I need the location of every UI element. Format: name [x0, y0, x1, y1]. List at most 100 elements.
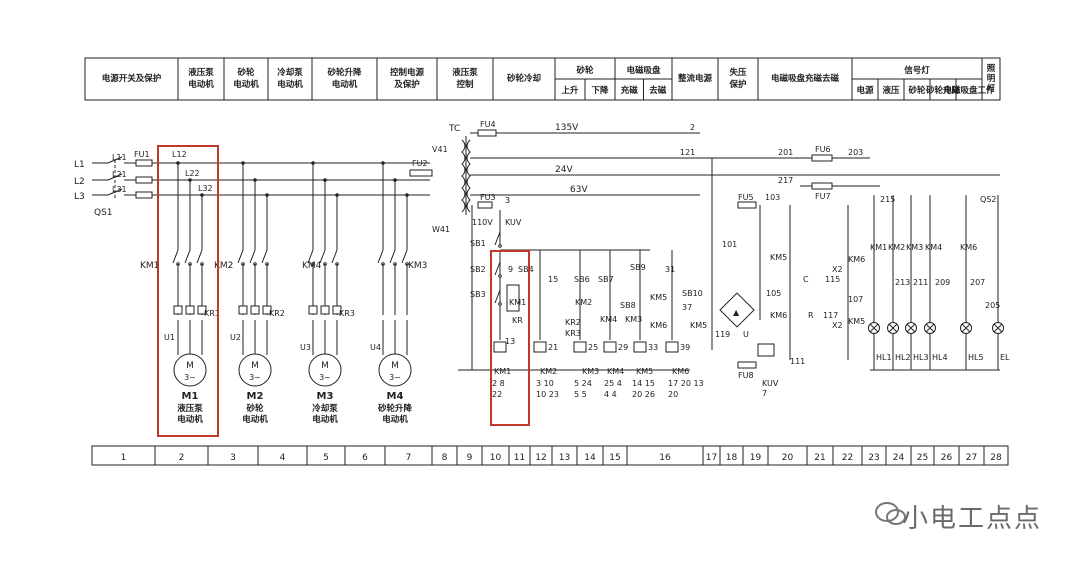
label: KM5 [690, 321, 707, 330]
label: 105 [766, 289, 781, 298]
label: SB9 [630, 263, 646, 272]
lamp-cross [925, 323, 935, 333]
motor-symbol: M [321, 361, 329, 371]
contact-table: 10 23 [536, 390, 559, 399]
label: KM3 [906, 243, 923, 252]
motor-type: 3~ [389, 373, 401, 382]
coil-number: 21 [548, 343, 558, 352]
header-cell-text: 电磁吸盘充磁去磁 [771, 73, 840, 84]
label: 203 [848, 148, 863, 157]
motor-name: 液压泵 [177, 403, 203, 414]
column-number: 24 [893, 453, 905, 463]
supply-label: L1 [74, 160, 85, 170]
label: FU3 [480, 193, 496, 202]
fu4-fuse [477, 129, 497, 137]
label: W41 [432, 225, 450, 234]
transformer-secondary [466, 139, 471, 213]
header-sub-text: 液压 [882, 85, 900, 96]
fu8-fuse [737, 361, 757, 369]
motor-id: M4 [387, 391, 404, 402]
label: X2 [832, 321, 843, 330]
main-contact [389, 249, 396, 264]
header-cell-text: 控制 [456, 79, 474, 90]
column-number: 27 [966, 453, 977, 463]
motor-type: 3~ [249, 373, 261, 382]
label: SB1 [470, 239, 486, 248]
label: KM6 [848, 255, 865, 264]
thermal-relay-label: KR2 [269, 309, 285, 318]
coil [603, 341, 617, 353]
label: KM3 [408, 261, 427, 271]
label: FU2 [412, 159, 428, 168]
label: FU8 [738, 371, 754, 380]
coil-label: KM2 [540, 367, 557, 376]
label: 103 [765, 193, 780, 202]
label: U [743, 330, 749, 339]
label: C [803, 275, 809, 284]
coil [573, 341, 587, 353]
header-cell-text: 砂轮升降 [326, 67, 362, 78]
thermal-relay-label: KR3 [339, 309, 355, 318]
sb2-contact [494, 261, 501, 276]
label: SB3 [470, 290, 486, 299]
motor-name: 电动机 [242, 414, 268, 425]
label: L32 [198, 184, 213, 193]
motor-symbol: M [251, 361, 259, 371]
main-contact [319, 249, 326, 264]
label: L31 [112, 185, 127, 194]
motor-m1 [173, 353, 207, 387]
label: 213 [895, 278, 910, 287]
column-number: 21 [814, 453, 825, 463]
column-number: 15 [609, 453, 620, 463]
coil-number: 39 [680, 343, 690, 352]
header-cell-text: 电动机 [233, 79, 259, 90]
lamp-label: HL5 [968, 353, 984, 362]
coil-label: KM4 [607, 367, 624, 376]
main-contact [401, 249, 408, 264]
voltage-135v: 135V [555, 123, 579, 133]
coil [493, 341, 507, 353]
label: KM4 [600, 315, 617, 324]
label: 3 [505, 196, 510, 205]
fu1-fuse [135, 176, 153, 184]
coil [665, 341, 679, 353]
column-number: 9 [467, 453, 473, 463]
motor-m4 [378, 353, 412, 387]
header-sub-text: 下降 [591, 85, 609, 96]
header-table: 电源开关及保护液压泵电动机砂轮电动机冷却泵电动机砂轮升降电动机控制电源及保护液压… [84, 57, 1001, 101]
label: 117 [823, 311, 838, 320]
thermal-relay-label: KR1 [204, 309, 220, 318]
header-cell-text: 明 [987, 74, 996, 84]
header-sub-text: 电磁吸盘工作 [943, 85, 995, 96]
header-cell-text: 照 [987, 64, 996, 74]
header-cell-text: 液压泵 [452, 67, 478, 78]
header-cell-text: 冷却泵 [277, 67, 303, 78]
contact-table: 4 4 [604, 390, 617, 399]
column-number: 14 [584, 453, 596, 463]
motor-m2 [238, 353, 272, 387]
thermal-relay [332, 305, 342, 315]
contact-terminal [498, 244, 502, 248]
coil-label: KM3 [582, 367, 599, 376]
wiring [92, 129, 1004, 387]
highlight-box-motor [157, 145, 219, 437]
sb3-contact [494, 289, 501, 304]
kuv-contact [494, 231, 501, 246]
voltage-110v: 110V [472, 218, 493, 227]
column-number: 28 [990, 453, 1002, 463]
label: KM1 [509, 298, 526, 307]
header-group-title: 电磁吸盘 [626, 65, 661, 76]
label: KM4 [925, 243, 942, 252]
label: 209 [935, 278, 950, 287]
label: 207 [970, 278, 985, 287]
label: 37 [682, 303, 692, 312]
coil-number: 25 [588, 343, 598, 352]
supply-label: L3 [74, 192, 85, 202]
label: KR2 [565, 318, 581, 327]
thermal-relay [185, 305, 195, 315]
label: U1 [164, 333, 175, 342]
contact-table: 17 20 13 [668, 379, 704, 388]
fu5-fuse [737, 201, 757, 209]
column-number: 7 [406, 453, 412, 463]
header-cell-text: 电动机 [332, 79, 358, 90]
